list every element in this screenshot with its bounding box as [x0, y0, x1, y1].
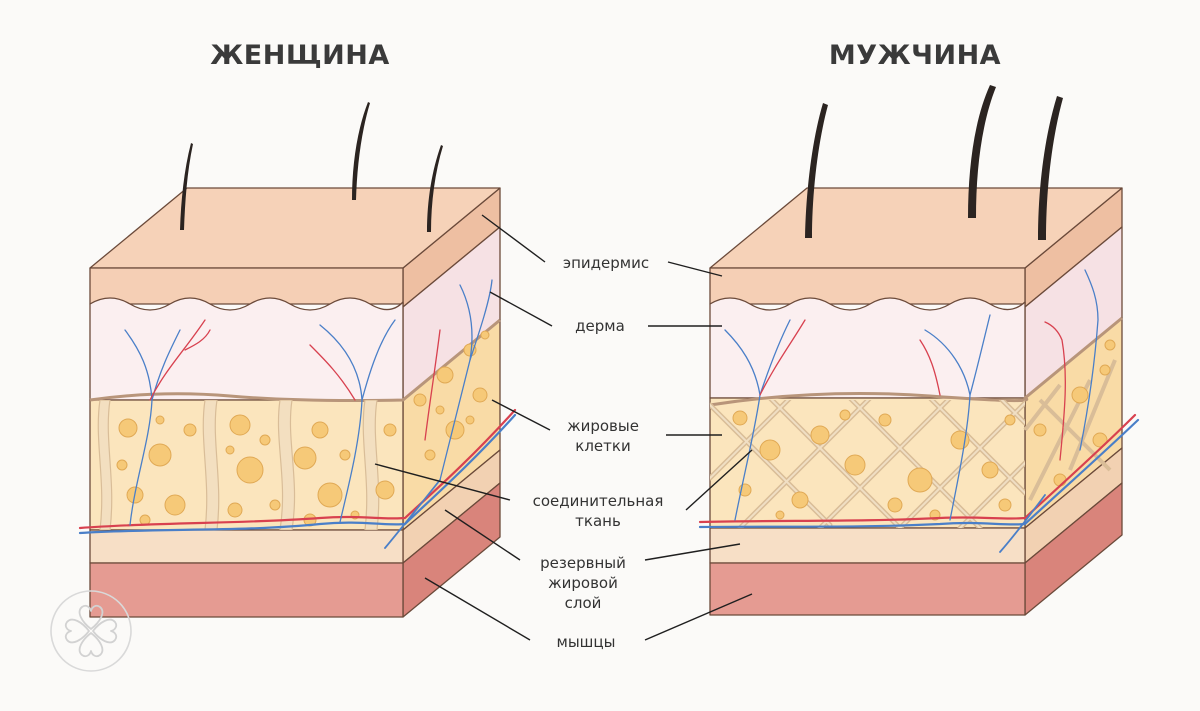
male-skin-block [709, 187, 1123, 616]
male-dermis-fat-boundary [709, 316, 1123, 407]
female-side-fat-cells [413, 330, 490, 461]
female-artery [78, 408, 517, 530]
fat-cell [225, 445, 235, 455]
fat-cell [413, 393, 427, 407]
fat-cell [259, 434, 271, 446]
fat-cell [480, 330, 490, 340]
male-artery [698, 413, 1137, 524]
leader-reserve-right [644, 543, 741, 561]
male-front-muscle [709, 562, 1026, 616]
label-fat-cells: жировые клетки [483, 416, 723, 456]
fat-cell [1033, 423, 1047, 437]
fat-cell [472, 387, 488, 403]
fat-cell [844, 454, 866, 476]
female-vessels [78, 279, 517, 549]
male-vessels [698, 269, 1140, 553]
male-hairs [805, 85, 1063, 240]
leader-lines [374, 214, 753, 641]
fat-cell [269, 499, 281, 511]
label-dermis-text: дерма [575, 317, 625, 335]
leader-connective-right [685, 449, 753, 511]
leader-muscle-left [424, 577, 531, 641]
clover-logo-icon [50, 590, 132, 672]
fat-cell [118, 418, 138, 438]
label-fat-cells-line2: клетки [575, 437, 631, 455]
fat-cell [375, 480, 395, 500]
fat-cell [183, 423, 197, 437]
leader-dermis-left [489, 291, 553, 327]
label-epidermis-text: эпидермис [562, 254, 650, 272]
leader-fat-left [491, 399, 551, 431]
leader-reserve-left [444, 509, 521, 561]
fat-cell [1004, 414, 1016, 426]
fat-cell [317, 482, 343, 508]
fat-cell [339, 449, 351, 461]
female-front-dermis [89, 297, 404, 401]
label-dermis: дерма [480, 316, 720, 336]
fat-cell [887, 497, 903, 513]
male-vein [698, 418, 1140, 529]
fat-cell [227, 502, 243, 518]
male-fat-cells [732, 409, 1016, 521]
leader-epidermis-left [481, 214, 546, 263]
fat-cell [236, 456, 264, 484]
fat-cell [981, 461, 999, 479]
fat-cell [759, 439, 781, 461]
label-reserve-line2: жировой [548, 574, 618, 592]
male-connective-lattice-hl [710, 400, 1025, 528]
leader-connective-left [374, 463, 511, 501]
fat-cell [1099, 364, 1111, 376]
fat-cell [164, 494, 186, 516]
label-muscles-text: мышцы [556, 633, 616, 651]
fat-cell [732, 410, 748, 426]
fat-cell [907, 467, 933, 493]
fat-cell [155, 415, 165, 425]
fat-cell [878, 413, 892, 427]
fat-cell [445, 420, 465, 440]
label-epidermis: эпидермис [486, 253, 726, 273]
label-muscles: мышцы [466, 632, 706, 652]
fat-cell [229, 414, 251, 436]
fat-cell [116, 459, 128, 471]
label-reserve-line3: слой [564, 594, 602, 612]
fat-cell [775, 510, 785, 520]
female-dermis-fat-boundary [89, 318, 501, 402]
male-side-lattice [1023, 359, 1117, 501]
label-fat-cells-line1: жировые [567, 417, 639, 435]
label-connective-tissue: соединительная ткань [478, 491, 718, 531]
female-skin-block [89, 187, 501, 618]
title-female: ЖЕНЩИНА [210, 40, 390, 71]
female-vein [78, 413, 517, 535]
fat-cell [465, 415, 475, 425]
leader-epidermis-right [667, 261, 723, 277]
label-connective-line2: ткань [575, 512, 621, 530]
fat-cell [148, 443, 172, 467]
female-hairs [180, 102, 443, 232]
fat-cell [791, 491, 809, 509]
female-front-reserve [89, 529, 404, 564]
fat-cell [1071, 386, 1089, 404]
fat-cell [1092, 432, 1108, 448]
fat-cell [1104, 339, 1116, 351]
title-male: МУЖЧИНА [828, 40, 1002, 71]
label-reserve-fat: резервный жировой слой [463, 553, 703, 613]
fat-cell [839, 409, 851, 421]
fat-cell [424, 449, 436, 461]
female-connective-strands [97, 400, 380, 530]
male-front-reserve [709, 527, 1026, 564]
fat-cell [293, 446, 317, 470]
fat-cell [311, 421, 329, 439]
fat-cell [1053, 473, 1067, 487]
fat-cell [435, 405, 445, 415]
fat-cell [436, 366, 454, 384]
label-connective-line1: соединительная [532, 492, 664, 510]
leader-muscle-right [644, 593, 753, 641]
fat-cell [810, 425, 830, 445]
female-front-muscle [89, 562, 404, 618]
label-reserve-line1: резервный [540, 554, 626, 572]
fat-cell [383, 423, 397, 437]
female-fat-cells [116, 414, 397, 527]
fat-cell [998, 498, 1012, 512]
